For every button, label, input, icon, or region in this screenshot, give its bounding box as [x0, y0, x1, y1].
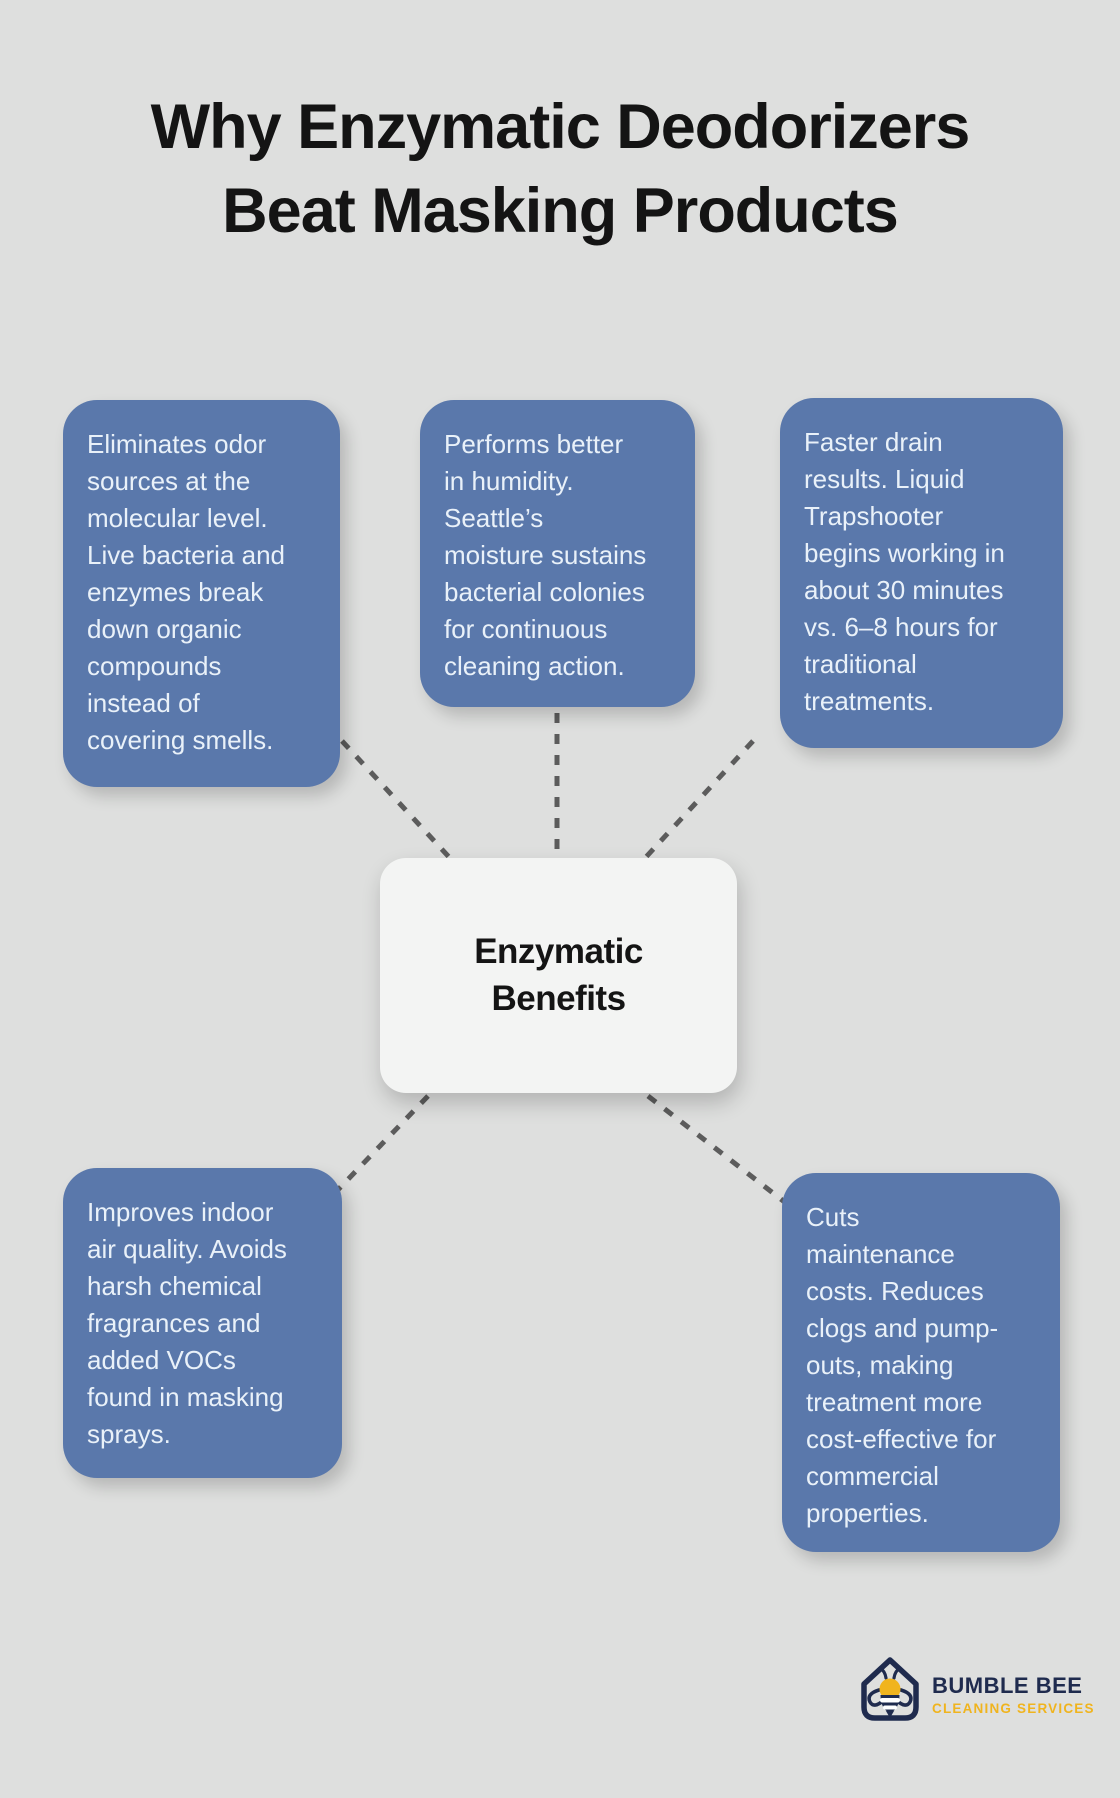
- connector-bottom-left: [330, 1094, 430, 1198]
- logo-tagline: CLEANING SERVICES: [932, 1701, 1095, 1716]
- connector-top-left: [340, 739, 451, 859]
- connector-top-right: [644, 739, 755, 859]
- benefit-box-top-center: Performs better in humidity. Seattle’s m…: [420, 400, 695, 707]
- logo-name: BUMBLE BEE: [932, 1673, 1083, 1698]
- benefit-text: Faster drain results. Liquid Trapshooter…: [804, 427, 1005, 716]
- benefit-text: Eliminates odor sources at the molecular…: [87, 429, 286, 755]
- central-node: Enzymatic Benefits: [380, 858, 737, 1093]
- logo-text-block: BUMBLE BEE CLEANING SERVICES: [932, 1673, 1095, 1716]
- benefit-box-bottom-left: Improves indoor air quality. Avoids hars…: [63, 1168, 342, 1478]
- benefit-text: Improves indoor air quality. Avoids hars…: [87, 1197, 287, 1449]
- benefit-box-top-left: Eliminates odor sources at the molecular…: [63, 400, 340, 787]
- connector-bottom-right: [646, 1094, 793, 1209]
- bee-in-house-icon: [855, 1656, 925, 1733]
- page-title: Why Enzymatic Deodorizers Beat Masking P…: [150, 92, 971, 246]
- company-logo: BUMBLE BEE CLEANING SERVICES: [855, 1656, 1095, 1733]
- benefit-box-top-right: Faster drain results. Liquid Trapshooter…: [780, 398, 1063, 748]
- benefit-text: Cuts maintenance costs. Reduces clogs an…: [806, 1202, 999, 1528]
- benefit-text: Performs better in humidity. Seattle’s m…: [444, 429, 647, 681]
- benefit-box-bottom-right: Cuts maintenance costs. Reduces clogs an…: [782, 1173, 1060, 1552]
